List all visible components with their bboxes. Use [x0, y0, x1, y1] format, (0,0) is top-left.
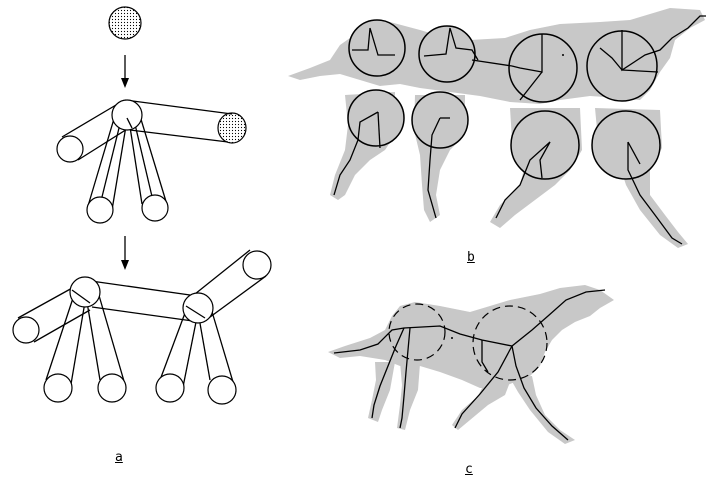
- rear-leg-cylinders: [44, 292, 126, 402]
- stage-two-legs: [57, 100, 246, 223]
- arrow-down-icon: [121, 236, 129, 270]
- panel-label-c: c: [465, 462, 473, 477]
- arrow-down-icon: [121, 55, 129, 88]
- panel-label-a: a: [115, 450, 123, 465]
- shoulder-sphere: [183, 293, 213, 323]
- body-cylinder: [84, 280, 200, 322]
- dog-silhouette-legs-3: [452, 382, 510, 430]
- dog-silhouette-legs-4: [510, 376, 575, 444]
- joint-sphere: [112, 100, 142, 130]
- panel-b-diagram: [288, 8, 706, 248]
- dotted-body-end: [218, 113, 246, 143]
- dog-silhouette-legs: [368, 362, 395, 422]
- panel-label-b: b: [467, 250, 475, 265]
- seed-sphere: [109, 7, 141, 39]
- panel-a-diagram: [13, 7, 271, 404]
- panel-c-diagram: [328, 285, 614, 444]
- dog-silhouette-legs-2: [397, 362, 420, 430]
- body-cylinder: [125, 100, 246, 143]
- stage-quadruped: [13, 250, 271, 404]
